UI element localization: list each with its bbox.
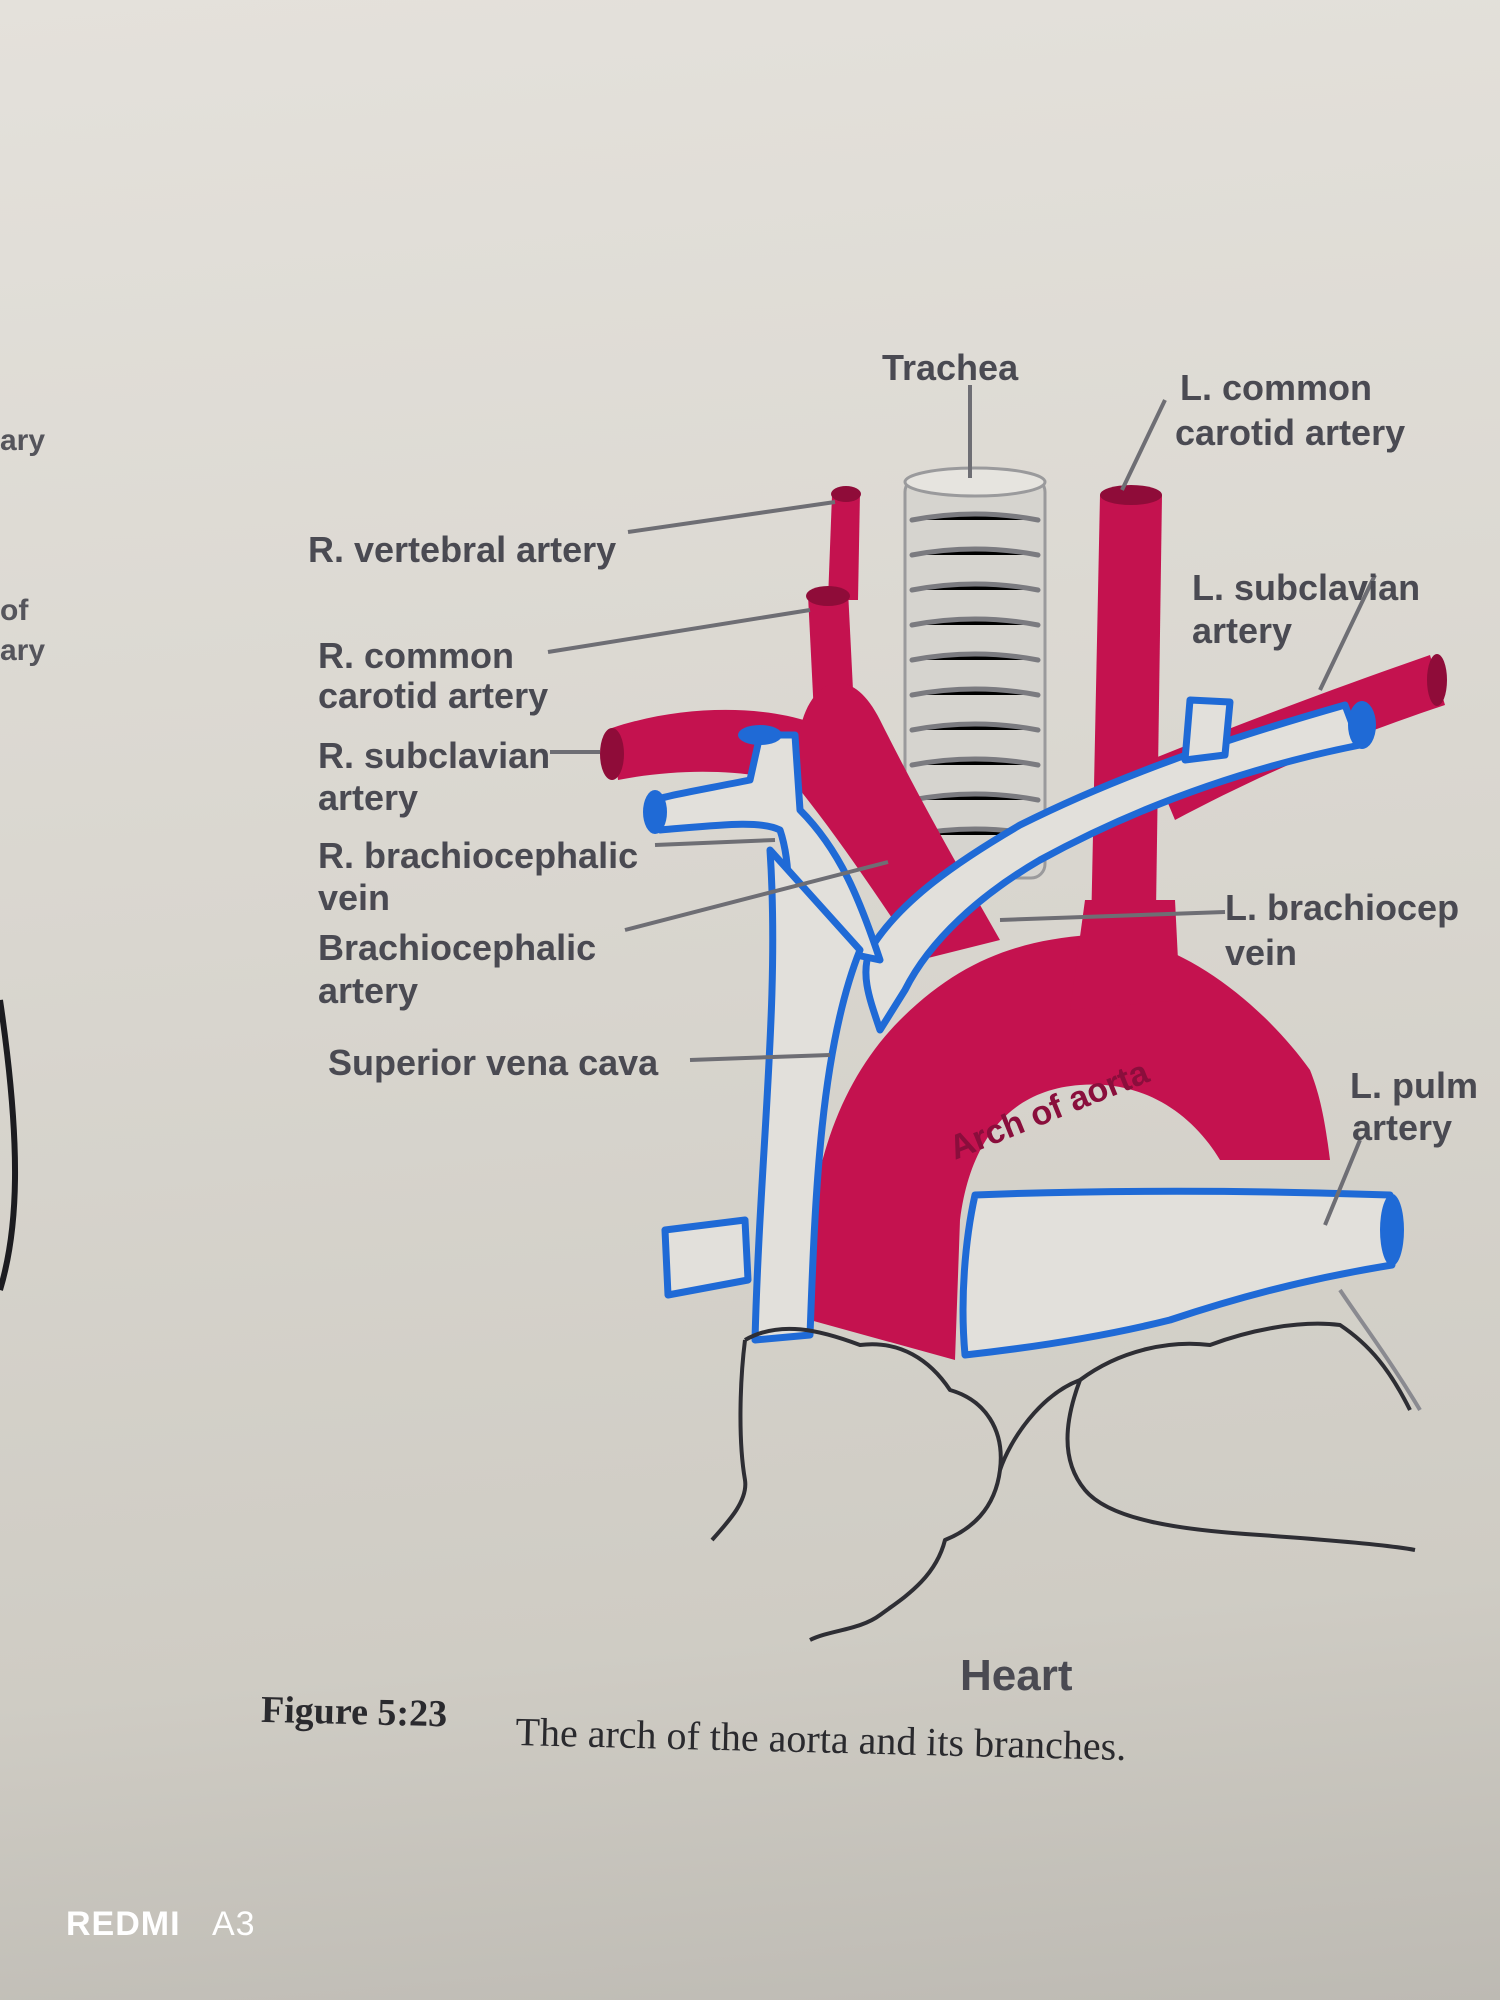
caption-number: Figure 5:23 — [261, 1689, 448, 1736]
label-superior-vena-cava: Superior vena cava — [328, 1042, 659, 1083]
watermark-brand: REDMI — [66, 1905, 181, 1943]
label-brachiocephalic-artery-1: Brachiocephalic — [318, 927, 596, 968]
label-r-common-carotid-2: carotid artery — [318, 675, 548, 716]
watermark-model: A3 — [212, 1905, 256, 1943]
figure-caption: Figure 5:23 The arch of the aorta and it… — [261, 1689, 1127, 1769]
labels: Trachea L. common carotid artery L. subc… — [308, 347, 1478, 1700]
label-r-vertebral: R. vertebral artery — [308, 529, 616, 570]
label-r-subclavian-2: artery — [318, 777, 418, 818]
caption-text: The arch of the aorta and its branches. — [515, 1709, 1127, 1769]
margin-fragment-1: ary — [0, 424, 45, 457]
label-l-common-carotid-2: carotid artery — [1175, 412, 1405, 453]
label-l-subclavian-2: artery — [1192, 610, 1292, 651]
veins — [643, 696, 1404, 1359]
label-heart: Heart — [960, 1651, 1073, 1700]
margin-fragment-2: of — [0, 594, 29, 627]
trachea-shape — [903, 466, 1047, 880]
label-l-pulmonary-artery-1: L. pulm — [1350, 1065, 1478, 1106]
label-trachea: Trachea — [882, 347, 1019, 388]
label-l-brachiocephalic-vein-1: L. brachiocep — [1225, 887, 1459, 928]
label-l-common-carotid-1: L. common — [1180, 367, 1372, 408]
label-r-brachiocephalic-vein-2: vein — [318, 877, 390, 918]
margin-fragment-3: ary — [0, 634, 45, 667]
label-l-pulmonary-artery-2: artery — [1352, 1107, 1452, 1148]
label-r-brachiocephalic-vein-1: R. brachiocephalic — [318, 835, 638, 876]
camera-watermark: REDMI A3 — [66, 1905, 256, 1943]
label-r-common-carotid-1: R. common — [318, 635, 514, 676]
label-l-subclavian-1: L. subclavian — [1192, 567, 1420, 608]
heart-outline — [710, 1288, 1422, 1642]
leader-lines — [547, 385, 1377, 1226]
label-brachiocephalic-artery-2: artery — [318, 970, 418, 1011]
label-r-subclavian-1: R. subclavian — [318, 735, 550, 776]
facing-page-edge — [0, 999, 18, 1291]
label-l-brachiocephalic-vein-2: vein — [1225, 932, 1297, 973]
